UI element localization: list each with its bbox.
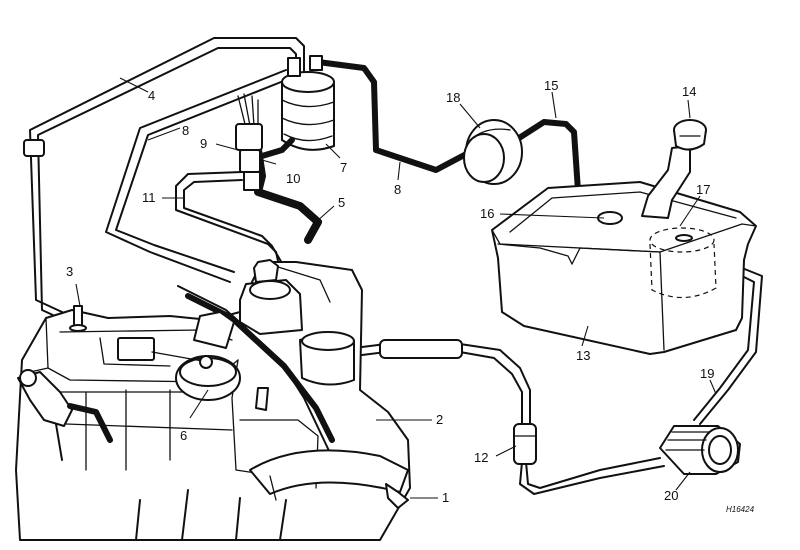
filler-neck-14 bbox=[641, 119, 707, 219]
fuel-tank-13 bbox=[491, 181, 757, 355]
callout-8-right: 8 bbox=[394, 182, 401, 197]
fuel-filter-20 bbox=[659, 425, 741, 475]
charcoal-canister-7 bbox=[281, 55, 335, 151]
callout-19: 19 bbox=[700, 366, 714, 381]
callout-5: 5 bbox=[338, 195, 345, 210]
purge-valve-9 bbox=[235, 93, 295, 191]
hose-5 bbox=[254, 146, 322, 244]
callout-3: 3 bbox=[66, 264, 73, 279]
callout-8-left: 8 bbox=[182, 123, 189, 138]
callout-11: 11 bbox=[142, 190, 156, 205]
callout-14: 14 bbox=[682, 84, 696, 99]
fuel-pipe-12 bbox=[353, 339, 665, 495]
callout-10: 10 bbox=[286, 171, 300, 186]
callout-2: 2 bbox=[436, 412, 443, 427]
pipe-8-left bbox=[105, 69, 287, 283]
callout-18: 18 bbox=[446, 90, 460, 105]
callout-16: 16 bbox=[480, 206, 494, 221]
pipe-19 bbox=[693, 267, 763, 425]
hose-8-right bbox=[315, 59, 473, 173]
engine bbox=[15, 259, 411, 541]
pipe-4 bbox=[23, 37, 305, 323]
rollover-valve-18 bbox=[463, 119, 523, 185]
pipe-11 bbox=[175, 171, 287, 271]
callout-9: 9 bbox=[200, 136, 207, 151]
callout-1: 1 bbox=[442, 490, 449, 505]
callout-20: 20 bbox=[664, 488, 678, 503]
inline-filter-12 bbox=[513, 423, 537, 465]
callout-6: 6 bbox=[180, 428, 187, 443]
callout-13: 13 bbox=[576, 348, 590, 363]
callout-7: 7 bbox=[340, 160, 347, 175]
callout-4: 4 bbox=[148, 88, 155, 103]
drawing-reference: H16424 bbox=[726, 505, 755, 514]
callout-12: 12 bbox=[474, 450, 488, 465]
callout-15: 15 bbox=[544, 78, 558, 93]
leader-lines bbox=[75, 77, 717, 499]
callout-17: 17 bbox=[696, 182, 710, 197]
